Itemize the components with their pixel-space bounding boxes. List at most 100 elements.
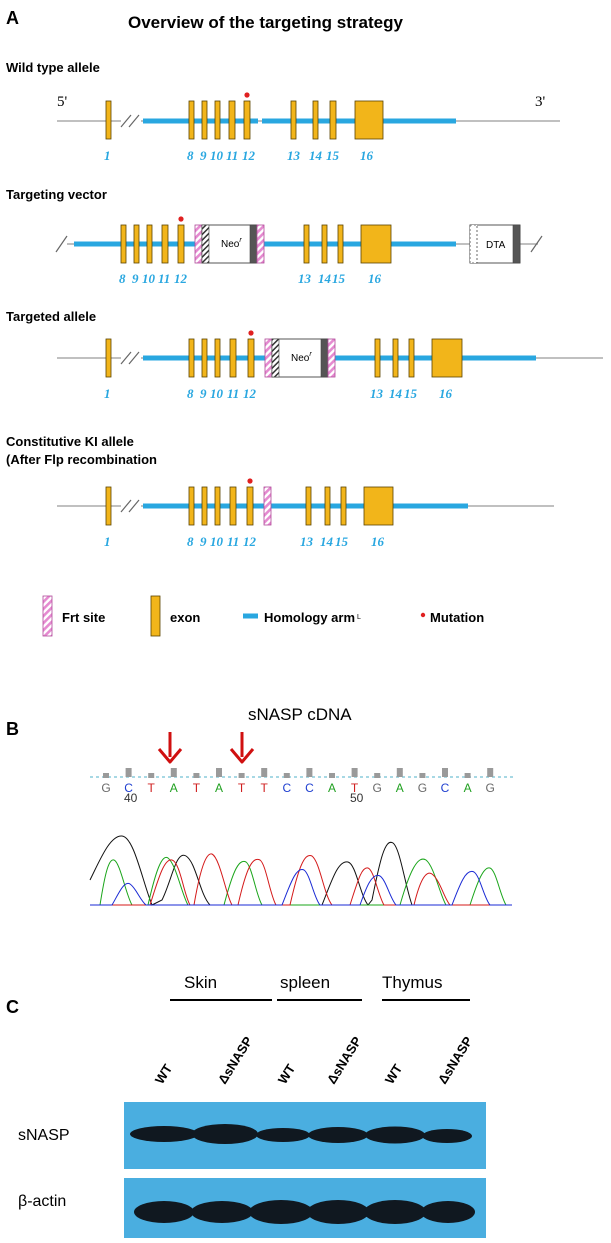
blot-beta-actin: β-actin: [18, 1178, 486, 1238]
exon-9: [201, 100, 208, 140]
base-call: C: [305, 781, 314, 795]
exon-9: [201, 486, 208, 526]
neo-cassette-right-end: [249, 224, 258, 264]
exon-14: [392, 338, 399, 378]
base-call: C: [282, 781, 291, 795]
quality-bar: [216, 768, 222, 777]
band: [192, 1124, 258, 1144]
legend-mutation-label: Mutation: [430, 610, 484, 625]
neo-cassette: [271, 338, 329, 378]
legend-mutation-swatch: [420, 612, 426, 618]
neo-label: Neor: [221, 237, 242, 250]
exon-label-10: 10: [210, 534, 224, 549]
row-label-ki-line1: Constitutive KI allele: [6, 434, 134, 449]
lane-label: WT: [275, 1061, 298, 1086]
exon-15: [340, 486, 347, 526]
base-call: T: [148, 781, 156, 795]
trace-red: [90, 853, 512, 906]
quality-bar: [419, 773, 426, 778]
mutation-marker: [248, 330, 254, 336]
exon-label-12: 12: [242, 148, 256, 163]
exon-label-1: 1: [104, 534, 111, 549]
exon-10: [214, 338, 221, 378]
exon-label-15: 15: [335, 534, 349, 549]
band: [130, 1126, 198, 1142]
exon-label-8: 8: [187, 534, 194, 549]
exon-12: [246, 486, 254, 526]
base-call: G: [418, 781, 427, 795]
base-call: T: [193, 781, 201, 795]
band: [134, 1201, 194, 1223]
frt-site: [194, 224, 203, 264]
quality-bar: [306, 768, 313, 777]
row-label-wild-type: Wild type allele: [6, 60, 100, 75]
quality-bar: [329, 773, 335, 778]
quality-bar: [442, 768, 448, 777]
base-call: T: [351, 781, 359, 795]
exon-label-9: 9: [200, 534, 207, 549]
exon-label-12: 12: [243, 386, 257, 401]
exon-11: [161, 224, 169, 264]
legend-exon-label: exon: [170, 610, 200, 625]
exon-label-11: 11: [158, 271, 170, 286]
exon-label-8: 8: [119, 271, 126, 286]
exon-label-15: 15: [326, 148, 340, 163]
exon-label-14: 14: [309, 148, 323, 163]
quality-bar: [125, 768, 132, 777]
band: [308, 1127, 368, 1143]
band: [364, 1200, 426, 1224]
band: [191, 1201, 253, 1223]
exon-12: [177, 224, 185, 264]
exon-label-8: 8: [187, 386, 194, 401]
frt-site: [327, 338, 336, 378]
quality-bar: [261, 768, 268, 777]
exon-label-10: 10: [210, 148, 224, 163]
base-call: G: [486, 781, 495, 795]
panel-c-letter: C: [6, 997, 19, 1017]
exon-13: [290, 100, 297, 140]
quality-bar: [396, 768, 403, 777]
exon-13: [374, 338, 381, 378]
exon-label-16: 16: [371, 534, 385, 549]
exon-label-1: 1: [104, 386, 111, 401]
row-wild-type: Wild type allele 5' 3' 1 8 9 10 11 12 13…: [6, 60, 560, 163]
break-mark-1: [120, 499, 132, 513]
quality-bar: [464, 773, 471, 778]
legend-frt-label: Frt site: [62, 610, 105, 625]
exon-label-12: 12: [243, 534, 257, 549]
base-call: T: [238, 781, 246, 795]
blot-label-beta-actin: β-actin: [18, 1193, 66, 1210]
frt-site: [263, 486, 272, 526]
lane-label: WT: [382, 1061, 405, 1086]
arrow-head: [157, 748, 183, 764]
break-mask: [121, 347, 141, 369]
break-mask: [121, 110, 141, 132]
exon-16: [431, 338, 463, 378]
exon-label-8: 8: [187, 148, 194, 163]
vector-end-right: [530, 235, 543, 253]
exon-label-12: 12: [174, 271, 188, 286]
row-label-ki-line2: (After Flp recombination: [6, 452, 157, 467]
lane-label: ΔsNASP: [324, 1034, 365, 1087]
blot-snasp: sNASP: [18, 1102, 486, 1169]
five-prime-label: 5': [57, 94, 68, 110]
dta-cassette-left-end: [469, 224, 478, 264]
exon-label-13: 13: [298, 271, 312, 286]
exon-label-9: 9: [200, 386, 207, 401]
base-call: A: [215, 781, 223, 795]
vector-end-left: [55, 235, 68, 253]
base-call: A: [328, 781, 336, 795]
band: [365, 1126, 425, 1144]
lane-label: WT: [152, 1061, 175, 1086]
break-mark-1: [120, 114, 132, 128]
base-call: G: [373, 781, 382, 795]
band: [422, 1129, 472, 1143]
exon-label-14: 14: [389, 386, 403, 401]
base-call: G: [101, 781, 110, 795]
base-call: C: [124, 781, 133, 795]
mutation-arrow-2: [229, 732, 255, 764]
exon-label-1: 1: [104, 148, 111, 163]
quality-bar: [193, 773, 200, 778]
quality-bar: [103, 773, 109, 778]
